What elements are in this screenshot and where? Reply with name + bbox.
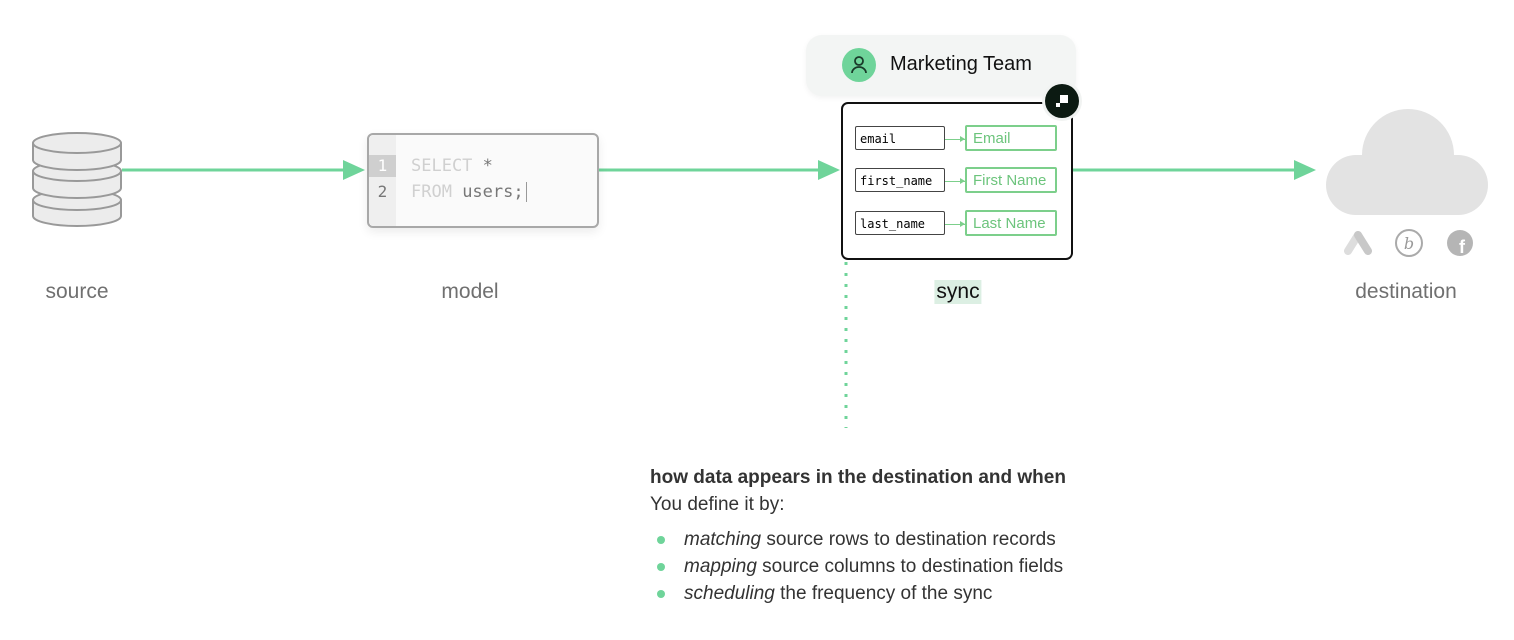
user-icon [842,48,876,82]
list-item: matching source rows to destination reco… [650,526,1066,553]
stage-label-sync: sync [934,280,982,304]
team-header: Marketing Team [806,35,1076,96]
stage-label-model: model [441,280,499,303]
code-line: FROM users; [411,181,527,203]
sync-description: how data appears in the destination and … [650,464,1066,607]
stage-label-destination: destination [1355,280,1457,303]
facebook-icon: f [1447,230,1473,257]
code-line: SELECT * [411,156,493,176]
description-heading: how data appears in the destination and … [650,467,1066,488]
hightouch-logo-icon [1042,81,1082,121]
braze-icon: b [1395,229,1423,257]
database-icon [32,132,122,227]
svg-text:f: f [1459,237,1466,257]
cloud-icon [1326,109,1488,215]
description-intro: You define it by: [650,494,785,515]
list-item: scheduling the frequency of the sync [650,580,1066,607]
list-item: mapping source columns to destination fi… [650,553,1066,580]
google-ads-icon [1344,231,1372,255]
team-name: Marketing Team [890,53,1032,75]
stage-label-source: source [45,280,109,303]
sql-editor[interactable]: 1 2 SELECT * FROM users; [367,133,599,228]
svg-text:b: b [1404,234,1414,253]
